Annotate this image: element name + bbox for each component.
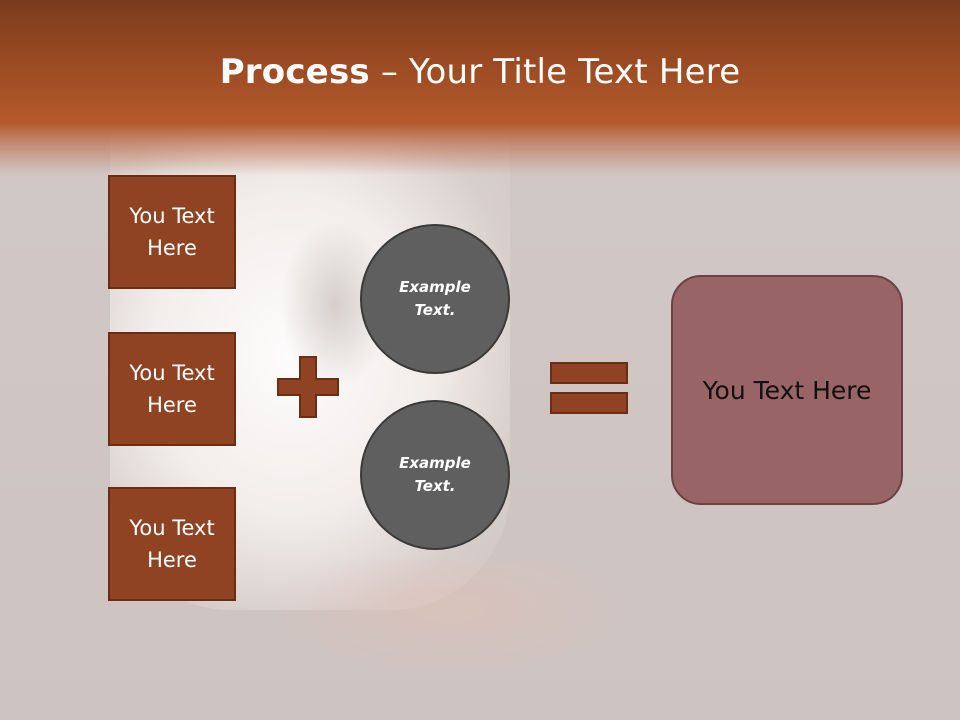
header-band [0,0,960,175]
table-glow [260,560,640,680]
input-box-2[interactable]: You Text Here [108,332,236,446]
input-box-3[interactable]: You Text Here [108,487,236,601]
circle-label: Example Text. [399,454,471,495]
example-circle-2[interactable]: Example Text. [360,400,510,550]
result-label: You Text Here [702,375,872,405]
result-box[interactable]: You Text Here [671,275,903,505]
equals-bar-bottom [550,392,628,414]
equals-bar-top [550,362,628,384]
circle-label: Example Text. [399,278,471,319]
input-box-label: You Text Here [129,516,215,572]
plus-icon [277,356,339,418]
title-bold-part: Process [219,52,370,92]
input-box-label: You Text Here [129,204,215,260]
slide-title: Process – Your Title Text Here [0,52,960,92]
example-circle-1[interactable]: Example Text. [360,224,510,374]
input-box-1[interactable]: You Text Here [108,175,236,289]
input-box-label: You Text Here [129,361,215,417]
title-rest-part: – Your Title Text Here [369,52,741,92]
